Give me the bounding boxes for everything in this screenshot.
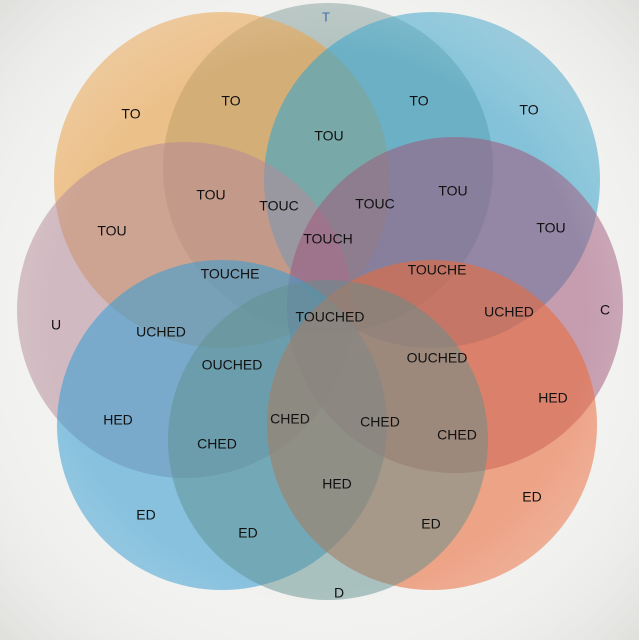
label-tou-center-top: TOU <box>314 128 343 144</box>
letter-c: C <box>600 302 610 318</box>
label-tou-right-inner: TOU <box>438 183 467 199</box>
label-hed-right: HED <box>538 390 568 406</box>
label-to-left: TO <box>121 106 140 122</box>
label-tou-left-inner: TOU <box>196 187 225 203</box>
label-ed-left-inner: ED <box>238 525 257 541</box>
letter-u: U <box>51 317 61 333</box>
label-uched-left: UCHED <box>136 324 186 340</box>
label-uched-right: UCHED <box>484 304 534 320</box>
label-touche-right: TOUCHE <box>408 262 467 278</box>
label-touched: TOUCHED <box>296 309 365 325</box>
label-hed-bottom: HED <box>322 476 352 492</box>
letter-t: T <box>322 9 330 24</box>
label-to-right: TO <box>519 102 538 118</box>
label-touche-left: TOUCHE <box>201 266 260 282</box>
label-ed-left: ED <box>136 507 155 523</box>
label-touc-right: TOUC <box>355 196 394 212</box>
label-tou-right: TOU <box>536 220 565 236</box>
letter-d: D <box>334 585 344 601</box>
label-ched-left-outer: CHED <box>197 436 237 452</box>
label-touch: TOUCH <box>303 231 353 247</box>
label-ched-left-inner: CHED <box>270 411 310 427</box>
label-to-top-right: TO <box>409 93 428 109</box>
label-tou-left: TOU <box>97 223 126 239</box>
label-ouched-right: OUCHED <box>407 350 468 366</box>
label-ched-right-inner: CHED <box>360 414 400 430</box>
label-ched-right-outer: CHED <box>437 427 477 443</box>
label-to-top-left: TO <box>221 93 240 109</box>
label-ed-right: ED <box>522 489 541 505</box>
label-hed-left: HED <box>103 412 133 428</box>
label-ouched-left: OUCHED <box>202 357 263 373</box>
label-ed-right-inner: ED <box>421 516 440 532</box>
label-touc-left: TOUC <box>259 198 298 214</box>
